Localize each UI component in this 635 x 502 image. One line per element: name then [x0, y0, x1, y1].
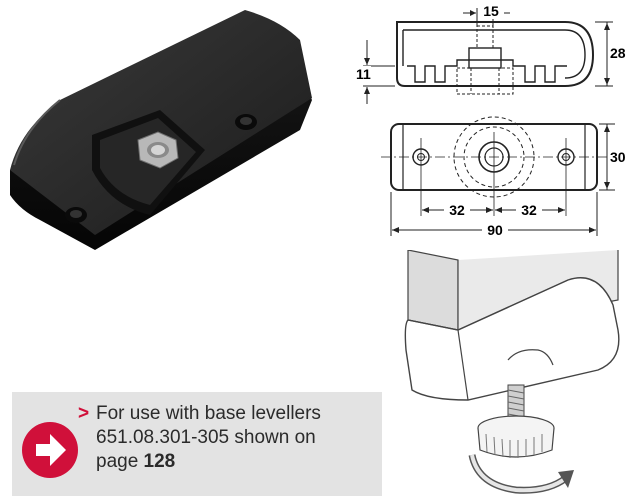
dim-label-15: 15	[478, 3, 504, 19]
installation-illustration	[404, 250, 620, 494]
note-line-1: > For use with base levellers	[78, 402, 376, 426]
note-page-prefix: page	[96, 451, 144, 472]
note-text: > For use with base levellers 651.08.301-…	[78, 402, 376, 474]
arrow-right-circle-icon	[22, 422, 78, 478]
dim-label-28: 28	[610, 45, 626, 61]
dim-label-32-right: 32	[516, 202, 542, 218]
note-line-3: page 128	[96, 450, 376, 474]
dim-label-30: 30	[610, 149, 626, 165]
dim-label-32-left: 32	[444, 202, 470, 218]
dim-label-11: 11	[356, 66, 371, 82]
note-page-number: 128	[143, 451, 176, 472]
dim-label-90: 90	[482, 222, 508, 238]
note-marker: >	[78, 403, 90, 424]
note-line-1-text: For use with base levellers	[96, 403, 321, 424]
note-line-2: 651.08.301-305 shown on	[96, 427, 316, 448]
product-photo	[10, 10, 312, 250]
